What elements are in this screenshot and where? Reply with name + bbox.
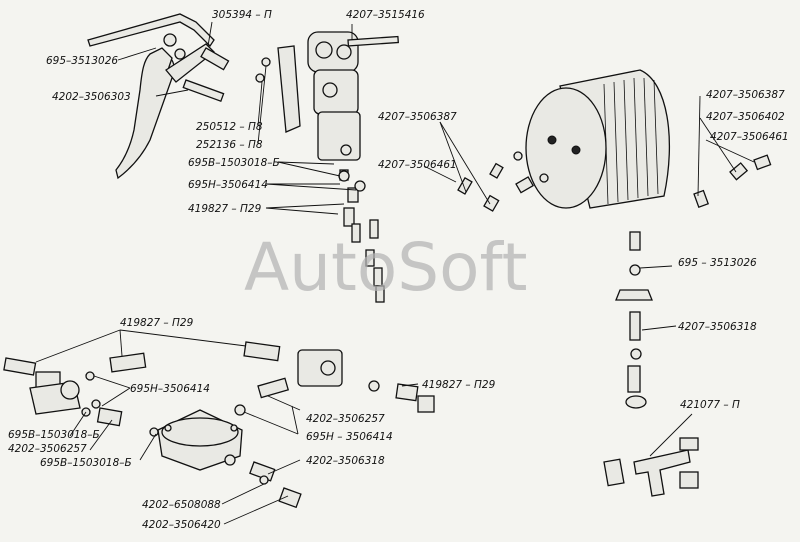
callout-4207-3506318: 4207–3506318 <box>678 321 757 333</box>
callout-695n-3506414-mid: 695Н – 3506414 <box>306 431 393 443</box>
callout-4207-3506461: 4207–3506461 <box>378 159 457 171</box>
callout-250512-p8: 250512 – П8 <box>196 121 263 133</box>
callout-695v-1503018-b: 695В–1503018–Б <box>188 157 280 169</box>
callout-252136-p8: 252136 – П8 <box>196 139 263 151</box>
callout-695n-3506414: 695Н–3506414 <box>188 179 268 191</box>
callout-695-3513026-right: 695 – 3513026 <box>678 257 757 269</box>
callout-4202-6508088: 4202–6508088 <box>142 499 221 511</box>
callout-419827-p29: 419827 – П29 <box>188 203 262 215</box>
brake-valve <box>255 31 399 303</box>
callout-4202-3506303: 4202–3506303 <box>52 91 131 103</box>
leader-lines <box>35 21 755 525</box>
watermark: AutoSoft <box>244 229 527 306</box>
callout-419827-p29-right: 419827 – П29 <box>422 379 496 391</box>
callout-4202-3506257-left: 4202–3506257 <box>8 443 87 455</box>
callout-4202-3506420: 4202–3506420 <box>142 519 221 531</box>
right-fittings <box>603 154 772 497</box>
callout-4207-3506387: 4207–3506387 <box>378 111 457 123</box>
callout-419827-p29-lower: 419827 – П29 <box>120 317 194 329</box>
callout-421077-p: 421077 – П <box>680 399 740 411</box>
callout-labels: 305394 – П 4207–3515416 695–3513026 4202… <box>8 9 789 531</box>
callout-4202-3506318-lower: 4202–3506318 <box>306 455 385 467</box>
callout-4207-3506461-right: 4207–3506461 <box>710 131 789 143</box>
lower-valve-assembly <box>3 341 435 509</box>
callout-695v-1503018-b-left: 695В–1503018–Б <box>8 429 100 441</box>
callout-4207-3506402: 4207–3506402 <box>706 111 785 123</box>
callout-695v-1503018-b-bottom: 695В–1503018–Б <box>40 457 132 469</box>
air-receiver-tank <box>457 69 671 212</box>
callout-305394-p: 305394 – П <box>212 9 272 21</box>
callout-4202-3506257: 4202–3506257 <box>306 413 385 425</box>
callout-695n-3506414-lower: 695Н–3506414 <box>130 383 210 395</box>
pedal-assembly <box>87 13 230 180</box>
callout-4207-3515416: 4207–3515416 <box>346 9 425 21</box>
callout-4207-3506387-right: 4207–3506387 <box>706 89 785 101</box>
callout-695-3513026: 695–3513026 <box>46 55 118 67</box>
